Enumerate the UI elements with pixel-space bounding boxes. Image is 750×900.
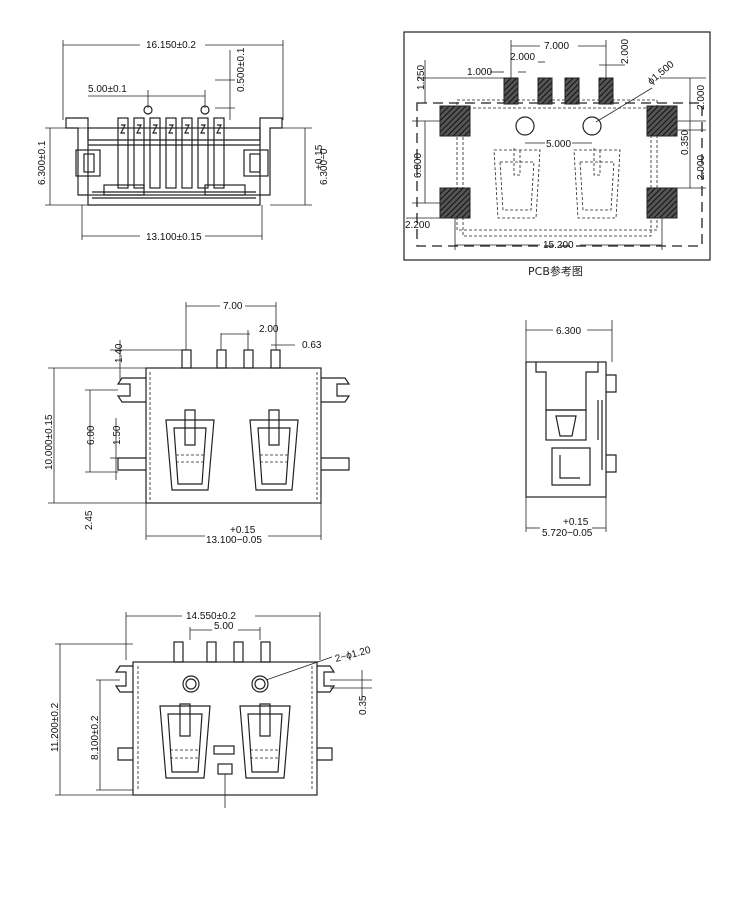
side-bottom-dim: 5.720−0.05	[542, 528, 593, 539]
front-span-dim: 7.00	[223, 301, 243, 312]
bottom-small-dim: 0.35	[358, 695, 369, 715]
pcb-left-bottom-dim: 2.200	[405, 220, 430, 231]
bottom-inner-dim: 8.100±0.2	[90, 715, 101, 760]
front-pitch-dim: 2.00	[259, 324, 279, 335]
top-bottom-dim: 13.100±0.15	[146, 232, 202, 243]
pcb-mount-pad	[646, 105, 678, 137]
pcb-right-bottom-dim: 2.000	[696, 155, 707, 180]
front-inner-dim: 6.00	[86, 425, 97, 445]
pcb-pad	[537, 77, 553, 105]
pcb-right-mid-dim: 0.350	[680, 130, 691, 155]
bottom-hole	[182, 675, 200, 693]
pcb-offset-dim: 1.250	[416, 65, 427, 90]
pcb-mount-pad	[439, 187, 471, 219]
front-small-dim: 1.50	[112, 425, 123, 445]
bottom-hole	[251, 675, 269, 693]
front-pin-dim: 0.63	[302, 340, 322, 351]
bottom-pitch-dim: 5.00	[214, 621, 234, 632]
front-width-bottom: 13.100−0.05	[206, 535, 262, 546]
front-width-top: +0.15	[230, 525, 256, 536]
pcb-width-dim: 15.200	[543, 240, 574, 251]
top-width-dim: 16.150±0.2	[146, 40, 196, 51]
top-height-left-dim: 6.300±0.1	[37, 140, 48, 185]
side-top-dim: 6.300	[556, 326, 581, 337]
top-height-right-bottom: 6.300−0	[319, 148, 330, 185]
front-pin-len-dim: 1.40	[114, 343, 125, 363]
bottom-height-dim: 11.200±0.2	[50, 702, 61, 752]
pcb-left-height-dim: 6.000	[413, 153, 424, 178]
top-view: 16.150±0.2 5.00±0.1 0.500±0.1	[37, 40, 330, 243]
bottom-holes-dim: 2−ϕ1.20	[334, 645, 372, 665]
pcb-pad-dim: 1.000	[467, 67, 492, 78]
pcb-caption: PCB参考图	[528, 264, 583, 278]
pcb-pad	[564, 77, 580, 105]
top-height-right-top: +0.15	[314, 144, 325, 170]
pcb-hole-dim: ϕ1.500	[646, 59, 677, 87]
bottom-width-dim: 14.550±0.2	[186, 611, 236, 622]
pcb-pad	[598, 77, 614, 105]
pcb-hole	[582, 116, 602, 136]
side-bottom-top: +0.15	[563, 517, 589, 528]
side-view: 6.300 +0.15 5.720−0.05	[525, 320, 617, 539]
top-tab-dim: 0.500±0.1	[236, 47, 247, 92]
pcb-mount-pad	[439, 105, 471, 137]
pcb-mount-pad	[646, 187, 678, 219]
pcb-hole-span-dim: 5.000	[546, 139, 571, 150]
top-pitch-dim: 5.00±0.1	[88, 84, 127, 95]
bottom-view: 14.550±0.2 5.00	[50, 611, 372, 808]
front-view: 7.00 2.00 0.63 1.40 10.000±	[44, 301, 351, 546]
pcb-layout: 7.000 2.000 1.000 2.000 1.250 ϕ1.500 5.0…	[403, 31, 711, 278]
pcb-pitch-dim: 2.000	[510, 52, 535, 63]
front-height-dim: 10.000±0.15	[44, 414, 55, 470]
pcb-span-dim: 7.000	[544, 41, 569, 52]
pcb-right-top-dim: 2.000	[696, 85, 707, 110]
pcb-hole	[515, 116, 535, 136]
front-bottom-left-dim: 2.45	[84, 510, 95, 530]
pcb-pitch-right-dim: 2.000	[620, 39, 631, 64]
pcb-pad	[503, 77, 519, 105]
